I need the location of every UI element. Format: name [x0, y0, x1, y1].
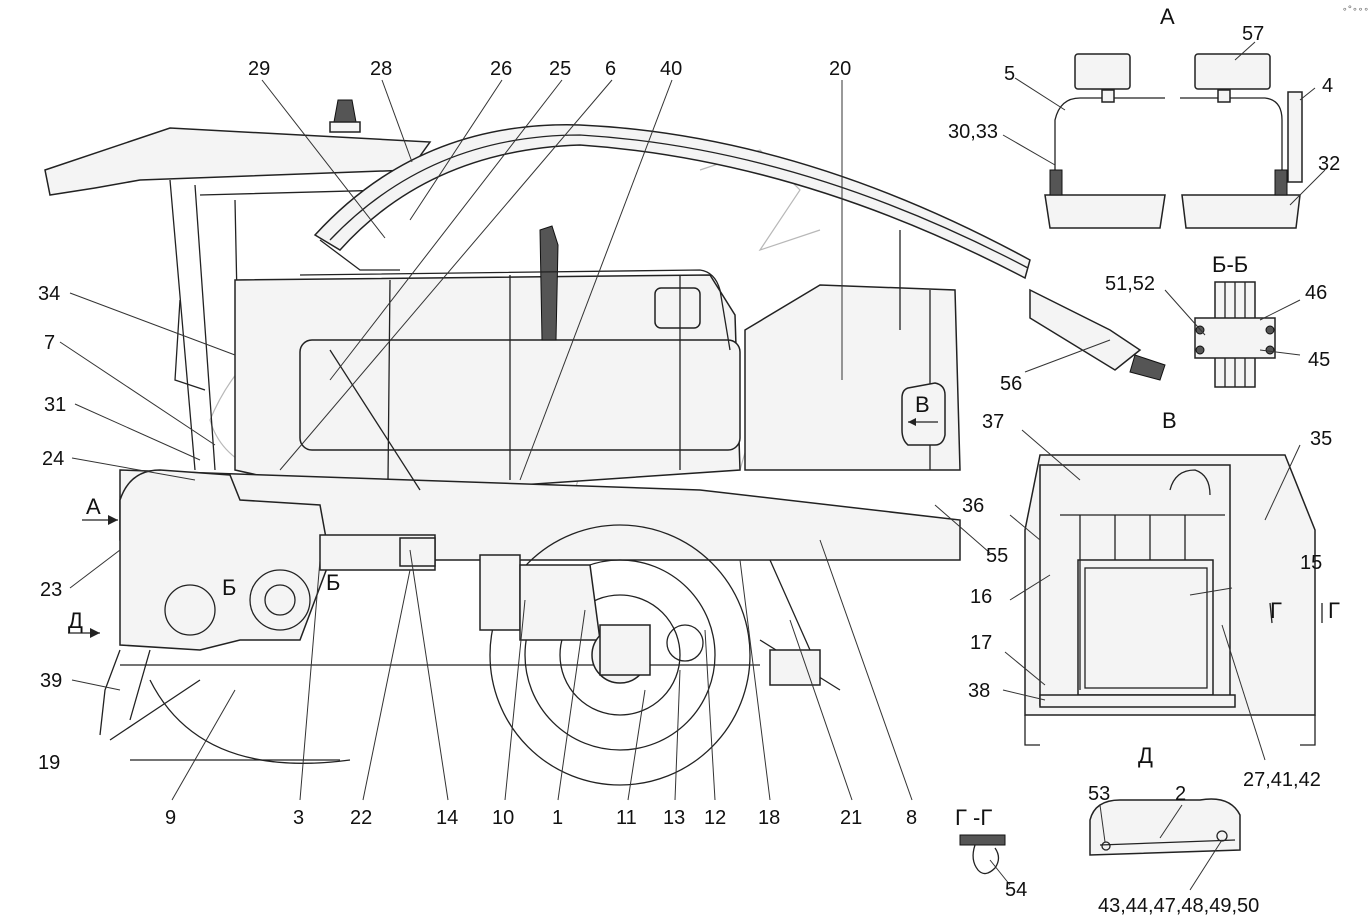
callout-8: 8 [906, 807, 917, 829]
section-bb-detail [1194, 281, 1276, 388]
callout-39: 39 [40, 670, 62, 692]
callout-57: 57 [1242, 23, 1264, 45]
callout-22: 22 [350, 807, 372, 829]
callout-29: 29 [248, 58, 270, 80]
callout-45: 45 [1308, 349, 1330, 371]
callout-32: 32 [1318, 153, 1340, 175]
cut-g-left: Г [1270, 598, 1282, 623]
callout-24: 24 [42, 448, 64, 470]
callout-36: 36 [962, 495, 984, 517]
section-gg-title: Г -Г [955, 805, 992, 830]
callout-53: 53 [1088, 783, 1110, 805]
callout-20: 20 [829, 58, 851, 80]
callout-25: 25 [549, 58, 571, 80]
section-titles: А Б-Б В Д Г -Г Г Г [955, 4, 1340, 830]
callout-18: 18 [758, 807, 780, 829]
callout-11: 11 [616, 807, 637, 829]
callout-5: 5 [1004, 63, 1015, 85]
callout-13: 13 [663, 807, 685, 829]
callout-26: 26 [490, 58, 512, 80]
callout-6: 6 [605, 58, 616, 80]
view-d-title: Д [1138, 743, 1153, 768]
view-v-detail [1024, 454, 1323, 746]
callout-12: 12 [704, 807, 726, 829]
machine-side-view [44, 99, 1166, 786]
callout-15: 15 [1300, 552, 1322, 574]
callout-1: 1 [552, 807, 563, 829]
callout-38: 38 [968, 680, 990, 702]
callout-17: 17 [970, 632, 992, 654]
callout-7: 7 [44, 332, 55, 354]
callout-16: 16 [970, 586, 992, 608]
callout-35: 35 [1310, 428, 1332, 450]
section-b-right-marker: Б [326, 570, 340, 595]
section-bb-title: Б-Б [1212, 252, 1248, 277]
callout-23: 23 [40, 579, 62, 601]
view-arrow-a-label: А [86, 494, 101, 519]
corner-mark: ∘°∘∘∘ [1342, 5, 1369, 15]
callout-14: 14 [436, 807, 458, 829]
callout-28: 28 [370, 58, 392, 80]
callout-27-41-42: 27,41,42 [1243, 769, 1321, 791]
view-v-marker: В [915, 392, 930, 417]
callout-10: 10 [492, 807, 514, 829]
callout-54: 54 [1005, 879, 1027, 901]
section-gg-detail [959, 834, 1006, 875]
callout-2: 2 [1175, 783, 1186, 805]
view-markers: А Д Б Б В [68, 382, 946, 638]
callout-46: 46 [1305, 282, 1327, 304]
callout-3: 3 [293, 807, 304, 829]
callout-21: 21 [840, 807, 862, 829]
view-arrow-d-label: Д [68, 608, 83, 633]
leader-lines [59, 41, 1326, 891]
section-b-left-marker: Б [222, 575, 236, 600]
callout-31: 31 [44, 394, 66, 416]
callout-43-50: 43,44,47,48,49,50 [1098, 895, 1259, 917]
callout-51-52: 51,52 [1105, 273, 1155, 295]
callout-30-33: 30,33 [948, 121, 998, 143]
view-a-title: А [1160, 4, 1175, 29]
view-a-detail [1044, 53, 1303, 229]
callout-34: 34 [38, 283, 60, 305]
callout-labels: 29 28 26 25 6 40 20 34 7 31 24 23 39 19 … [38, 23, 1340, 917]
view-v-title: В [1162, 408, 1177, 433]
detail-bottom-right [1089, 798, 1241, 856]
callout-55: 55 [986, 545, 1008, 567]
callout-4: 4 [1322, 75, 1333, 97]
callout-37: 37 [982, 411, 1004, 433]
callout-9: 9 [165, 807, 176, 829]
callout-56: 56 [1000, 373, 1022, 395]
callout-40: 40 [660, 58, 682, 80]
cut-g-right: Г [1328, 598, 1340, 623]
callout-19: 19 [38, 752, 60, 774]
